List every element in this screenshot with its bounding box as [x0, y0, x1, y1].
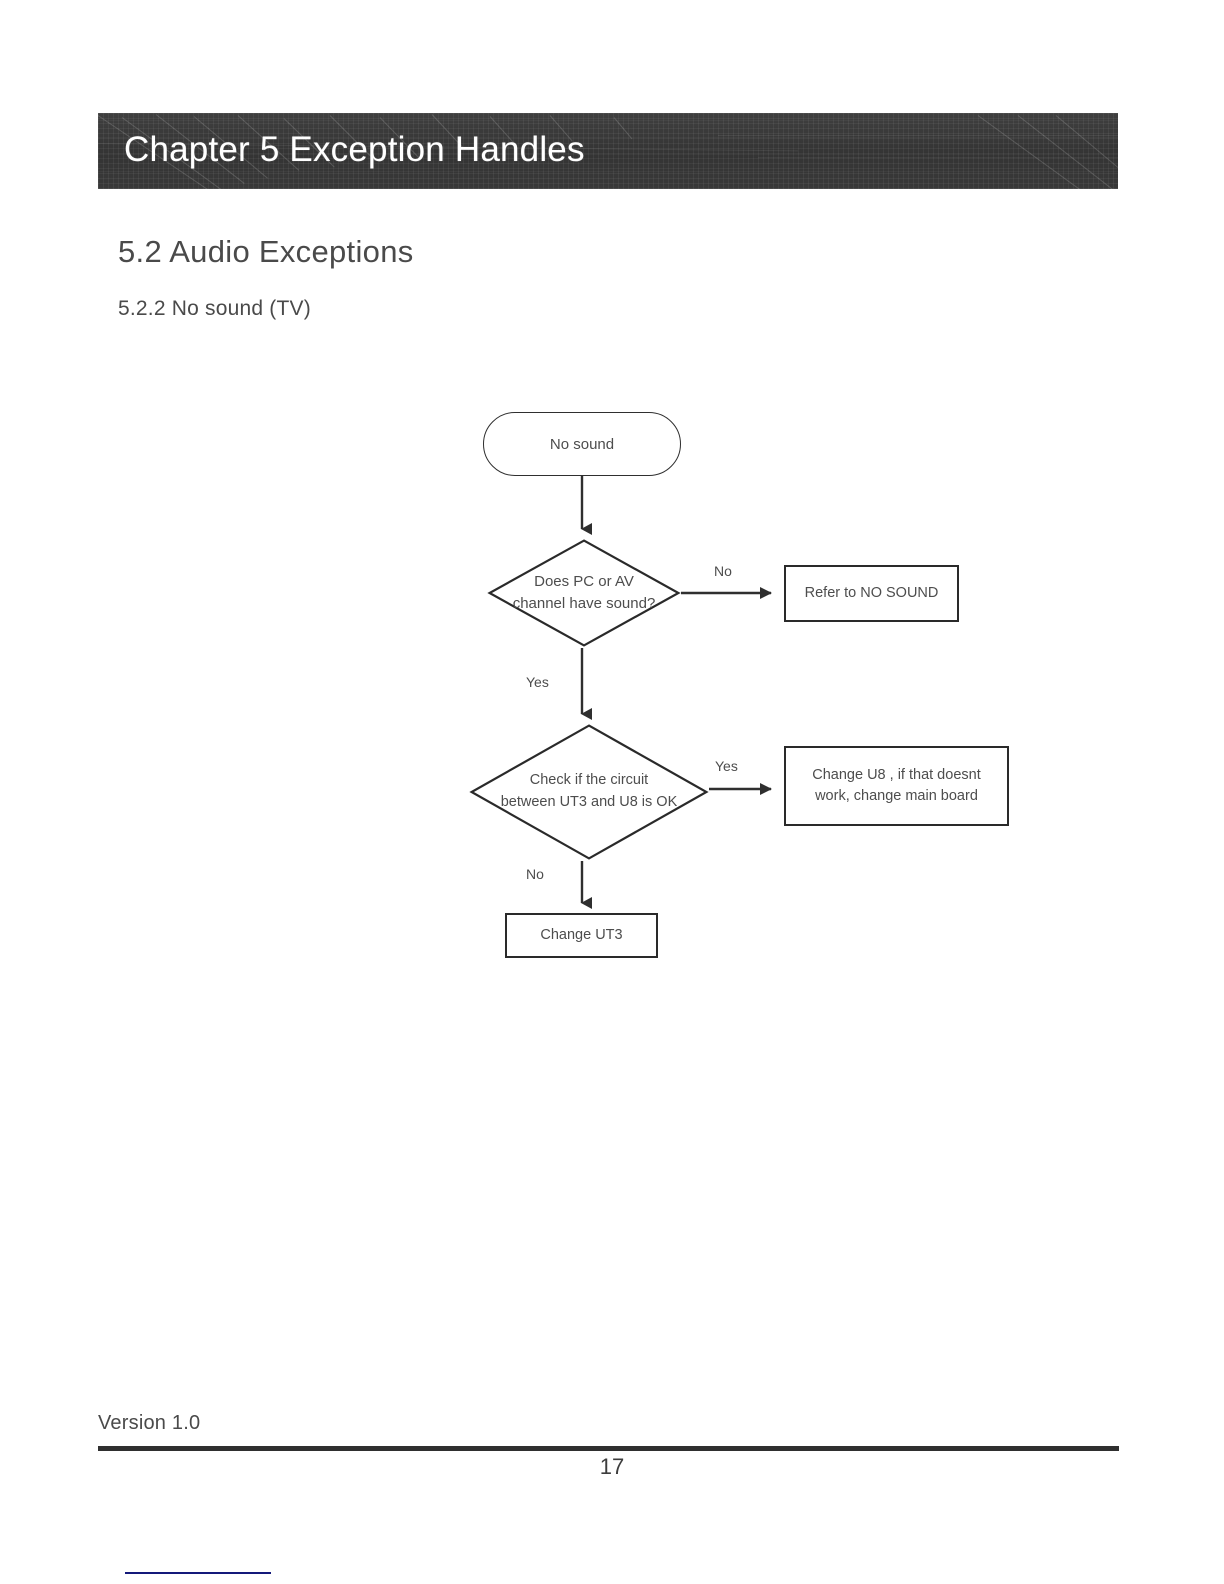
flow-node-refer-no-sound-label: Refer to NO SOUND	[804, 584, 939, 601]
flow-node-change-u8-label-line1: Change U8 , if that doesnt	[812, 766, 981, 783]
subsection-heading: 5.2.2 No sound (TV)	[118, 297, 311, 320]
flow-node-start[interactable]: No sound	[483, 412, 681, 476]
flow-node-change-ut3[interactable]: Change UT3	[505, 913, 658, 958]
footer-page-number: 17	[599, 1454, 625, 1479]
footer-divider	[98, 1446, 1119, 1451]
chapter-banner: Chapter 5 Exception Handles	[98, 113, 1118, 189]
edge-label-decision2-no: No	[526, 866, 544, 882]
bottom-edge-artifact-line	[125, 1572, 271, 1574]
flowchart-connectors	[580, 476, 772, 909]
flow-node-start-label: No sound	[549, 435, 615, 453]
section-heading: 5.2 Audio Exceptions	[118, 234, 414, 269]
diamond-shape	[469, 724, 709, 860]
flow-node-change-u8[interactable]: Change U8 , if that doesnt work, change …	[784, 746, 1009, 826]
flow-node-decision-check-circuit[interactable]: Check if the circuit between UT3 and U8 …	[469, 724, 709, 860]
edge-label-decision2-yes: Yes	[715, 758, 738, 774]
footer-version: Version 1.0	[98, 1412, 201, 1434]
flow-node-refer-no-sound[interactable]: Refer to NO SOUND	[784, 565, 959, 622]
edge-label-decision1-no: No	[714, 563, 732, 579]
flow-node-decision-pc-av-sound[interactable]: Does PC or AV channel have sound?	[487, 539, 681, 647]
diamond-shape	[487, 539, 681, 647]
flow-node-change-u8-label-line2: work, change main board	[815, 788, 978, 804]
flow-node-change-ut3-label: Change UT3	[540, 926, 623, 943]
flowchart: No sound Does PC or AV channel have soun…	[469, 412, 1009, 958]
edge-label-decision1-yes: Yes	[526, 674, 549, 690]
chapter-title: Chapter 5 Exception Handles	[124, 130, 585, 170]
